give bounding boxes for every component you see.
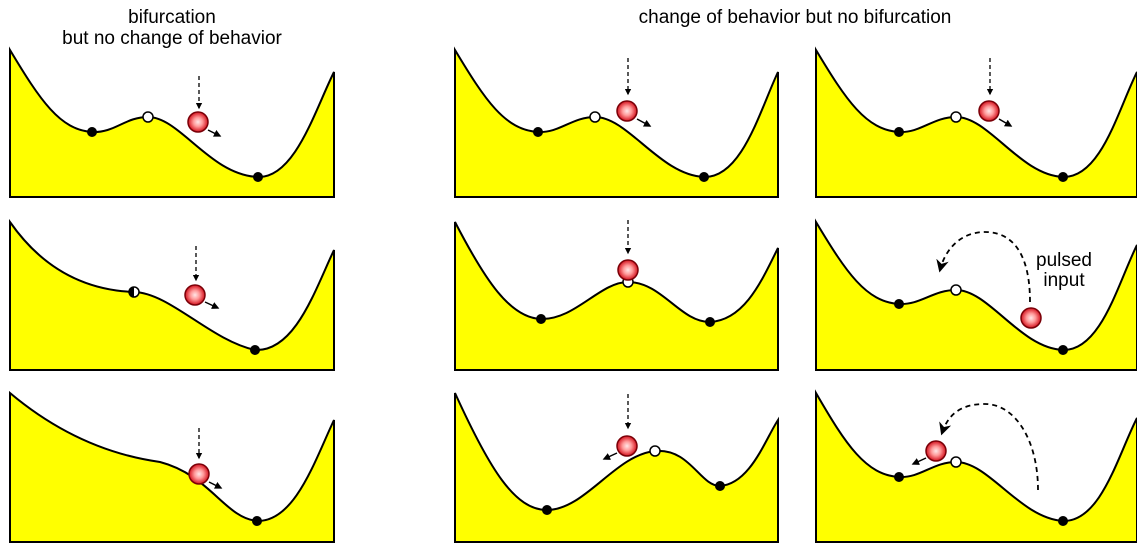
stable-point (894, 127, 904, 137)
heading-right: change of behavior but no bifurcation (639, 7, 952, 28)
stable-point (87, 127, 97, 137)
panel-right-bottom (816, 393, 1137, 542)
unstable-point (951, 285, 961, 295)
landscape (10, 222, 334, 370)
landscape (816, 50, 1137, 197)
stable-point (894, 299, 904, 309)
panel-right-middle: pulsed input (816, 222, 1137, 370)
stable-point (715, 481, 725, 491)
motion-arrow (604, 453, 617, 459)
landscape (455, 393, 778, 542)
motion-arrow (637, 119, 650, 126)
motion-arrow (913, 458, 926, 464)
stable-point (699, 172, 709, 182)
stable-point (252, 516, 262, 526)
panel-center-bottom (455, 393, 778, 542)
unstable-point (951, 457, 961, 467)
stable-point (536, 314, 546, 324)
stable-point (1058, 172, 1068, 182)
panel-left-middle (10, 222, 334, 370)
stable-point (250, 345, 260, 355)
unstable-point (590, 112, 600, 122)
motion-arrow (209, 482, 221, 488)
stable-point (1058, 516, 1068, 526)
landscape (816, 222, 1137, 370)
landscape (455, 50, 778, 197)
ball (1021, 308, 1041, 328)
unstable-point (143, 112, 153, 122)
ball (617, 101, 637, 121)
ball (979, 101, 999, 121)
pulse-label-line2: input (1043, 270, 1085, 291)
ball (185, 285, 205, 305)
stable-point (894, 472, 904, 482)
motion-arrow (999, 119, 1011, 126)
panel-right-top (816, 50, 1137, 197)
landscape (10, 50, 334, 197)
pulse-label-line1: pulsed (1036, 250, 1092, 271)
ball (189, 464, 209, 484)
ball (618, 260, 638, 280)
stable-point (1058, 345, 1068, 355)
panel-left-top (10, 50, 334, 197)
ball (617, 436, 637, 456)
unstable-point (650, 446, 660, 456)
ball (926, 441, 946, 461)
landscape (10, 393, 334, 542)
panel-center-middle (455, 220, 778, 370)
heading-left-line2: but no change of behavior (62, 28, 282, 49)
landscape (455, 222, 778, 370)
panel-center-top (455, 50, 778, 197)
stable-point (253, 172, 263, 182)
landscape (816, 393, 1137, 542)
stable-point (542, 505, 552, 515)
panel-left-bottom (10, 393, 334, 542)
motion-arrow (205, 302, 218, 308)
stable-point (705, 317, 715, 327)
motion-arrow (208, 130, 220, 136)
heading-left-line1: bifurcation (128, 7, 216, 28)
stable-point (533, 127, 543, 137)
unstable-point (951, 112, 961, 122)
ball (188, 112, 208, 132)
